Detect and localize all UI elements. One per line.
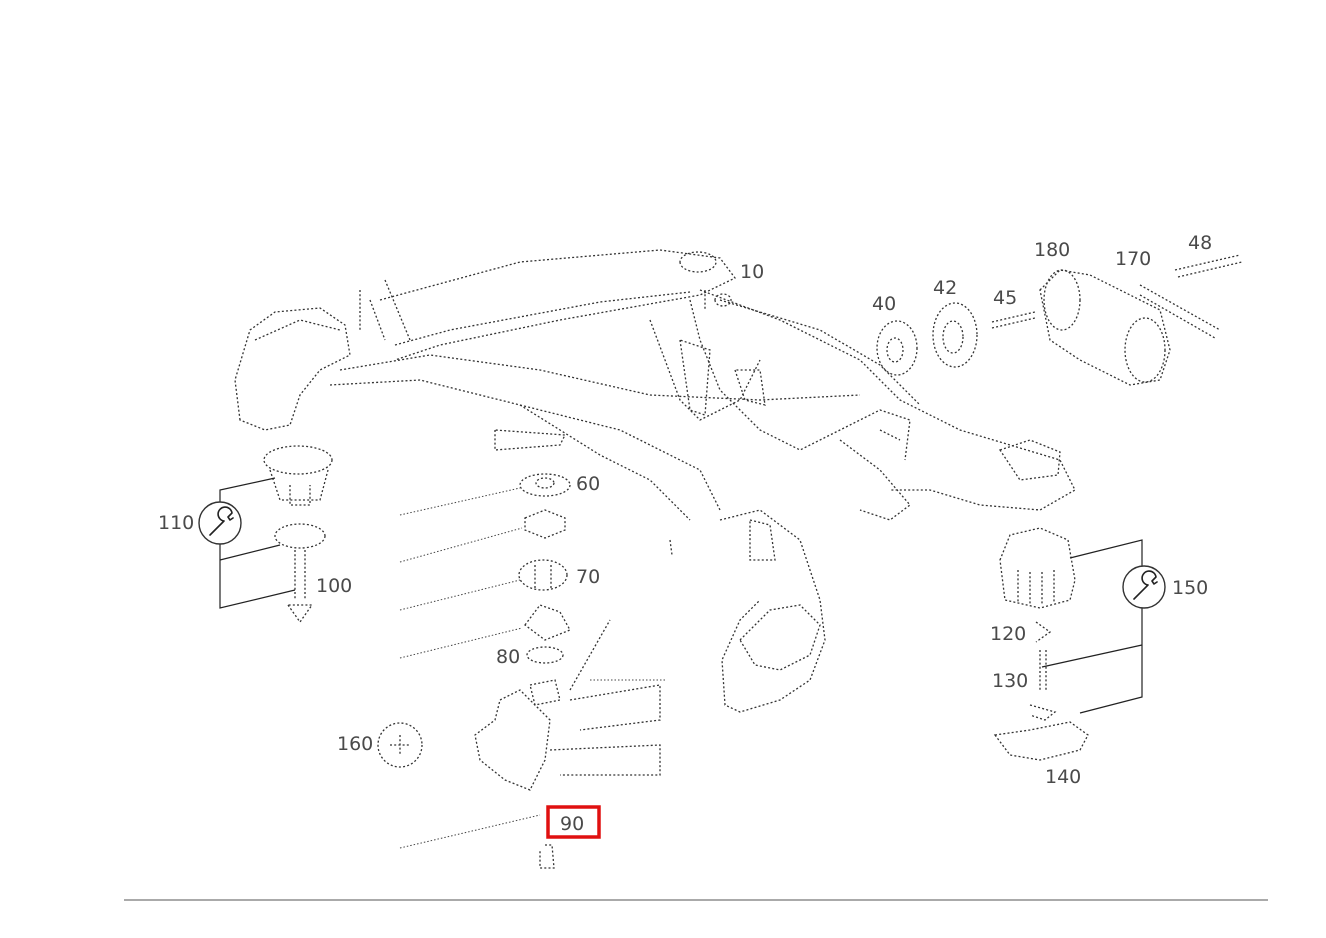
- part-label-80[interactable]: 80: [496, 646, 520, 668]
- leader-lines: [399, 487, 665, 849]
- subframe-drawing: [234, 249, 1076, 713]
- part-label-180[interactable]: 180: [1034, 239, 1070, 261]
- part-label-160[interactable]: 160: [337, 733, 373, 755]
- wrench-icon[interactable]: [1122, 565, 1166, 609]
- part-label-110[interactable]: 110: [158, 512, 194, 534]
- mount-kit-right: [993, 527, 1143, 761]
- part-label-120[interactable]: 120: [990, 623, 1026, 645]
- wrench-icon[interactable]: [198, 501, 242, 545]
- mount-kit-left: [219, 445, 333, 624]
- part-label-70[interactable]: 70: [576, 566, 600, 588]
- part-label-40[interactable]: 40: [872, 293, 896, 315]
- part-label-60[interactable]: 60: [576, 473, 600, 495]
- part-label-90[interactable]: 90: [560, 813, 584, 835]
- part-label-10[interactable]: 10: [740, 261, 764, 283]
- part-label-100[interactable]: 100: [316, 575, 352, 597]
- part-labels: 10 40 42 45 180 170 48 60 70 80 90 100 1…: [158, 232, 1212, 835]
- part-label-45[interactable]: 45: [993, 287, 1017, 309]
- part-label-170[interactable]: 170: [1115, 248, 1151, 270]
- selected-part-highlight: [546, 805, 601, 839]
- part-label-130[interactable]: 130: [992, 670, 1028, 692]
- center-stack: [474, 473, 661, 869]
- part-label-140[interactable]: 140: [1045, 766, 1081, 788]
- part-label-48[interactable]: 48: [1188, 232, 1212, 254]
- part-label-42[interactable]: 42: [933, 277, 957, 299]
- bushing-group-right: [876, 254, 1243, 386]
- ring-160: [377, 722, 423, 768]
- part-label-150[interactable]: 150: [1172, 577, 1208, 599]
